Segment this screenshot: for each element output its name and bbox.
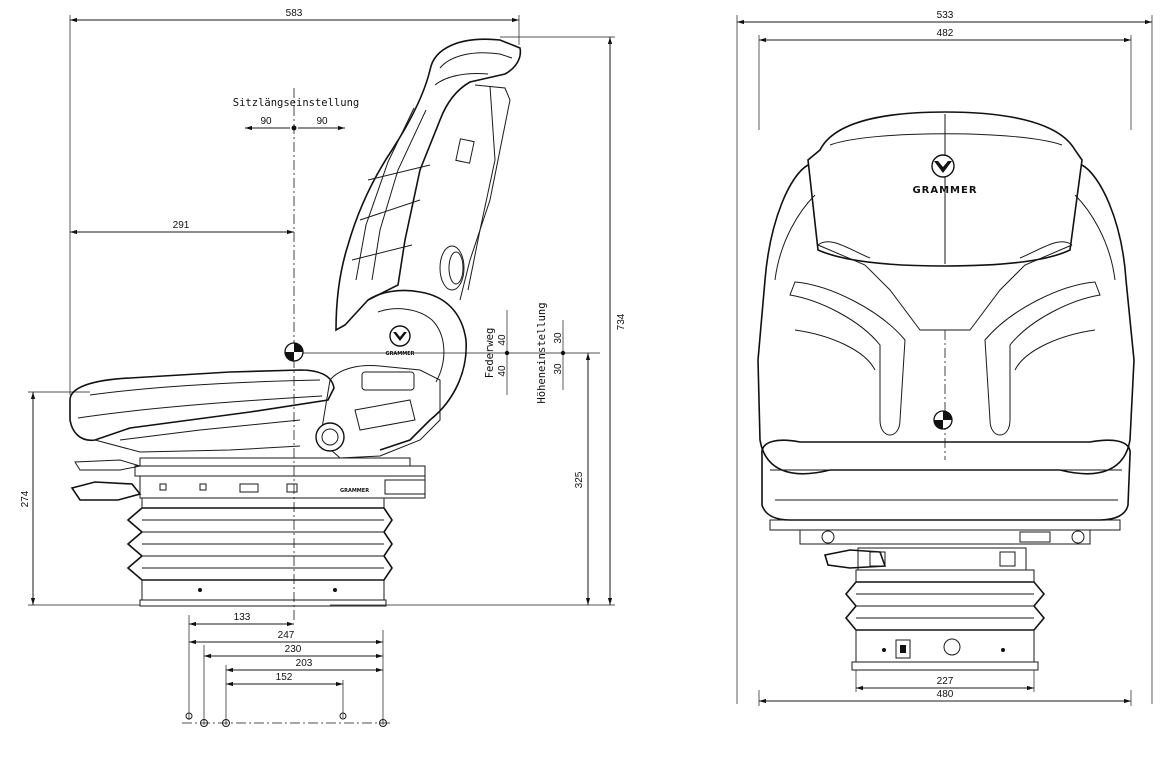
dim-133: 133 [234,612,251,623]
side-console [315,365,441,459]
suspension-dim: Federweg 40 40 [484,310,510,395]
dim-325: 325 [574,471,585,488]
dim-bottom-width-front: 480 [759,689,1131,704]
dim-overall-width-side: 583 [70,8,519,23]
side-seat-cushion [69,369,335,453]
dim-482: 482 [937,28,954,39]
dim-533: 533 [937,10,954,21]
suspension-label: Federweg [484,328,496,379]
dim-front-overall: 533 [737,10,1152,25]
dim-overall-height: 734 [607,37,627,605]
side-rail-brand: GRAMMER [340,488,369,494]
dim-152: 152 [276,672,293,683]
dim-203: 203 [296,658,313,669]
dim-274: 274 [20,490,31,507]
dim-291: 291 [173,220,190,231]
dim-583: 583 [286,8,303,19]
dim-sip-height: 325 [574,353,591,605]
front-mechanism [799,529,1091,571]
side-seat-backrest: GRAMMER [335,38,522,451]
dim-sip-distance: 291 [70,220,294,235]
dim-227: 227 [937,676,954,687]
side-brand-badge: GRAMMER [385,351,414,357]
dim-247: 247 [278,630,295,641]
front-view: 533 482 GRAMMER [736,10,1153,706]
dim-seat-height: 274 [20,392,36,605]
suspension-down: 40 [497,365,508,377]
sip-marker-side [284,342,304,362]
side-view: 583 734 Sitzlängseinstellung 90 90 291 [20,8,627,727]
height-adjust-down: 30 [553,363,564,375]
front-brand-logo: GRAMMER [912,185,977,196]
dim-480: 480 [937,689,954,700]
seat-adjust-label: Sitzlängseinstellung [233,97,359,109]
front-suspension [844,569,1046,671]
front-cushion [761,439,1131,531]
side-rails: GRAMMER [70,457,426,501]
seat-adjust-back: 90 [260,116,272,127]
dim-backrest-width: 482 [759,28,1131,43]
suspension-up: 40 [497,334,508,346]
sip-marker-front [933,410,953,430]
side-suspension [126,497,393,607]
front-backrest: GRAMMER [757,111,1135,475]
base-dims: 133 247 230 203 152 [182,612,392,727]
height-adjust-dim: Höheneinstellung 30 30 [536,302,566,404]
height-adjust-up: 30 [553,332,564,344]
seat-adjust-fwd: 90 [316,116,328,127]
dim-230: 230 [285,644,302,655]
height-adjust-label: Höheneinstellung [536,302,548,403]
dim-base-width-front: 227 [856,676,1034,691]
dim-734: 734 [616,313,627,330]
